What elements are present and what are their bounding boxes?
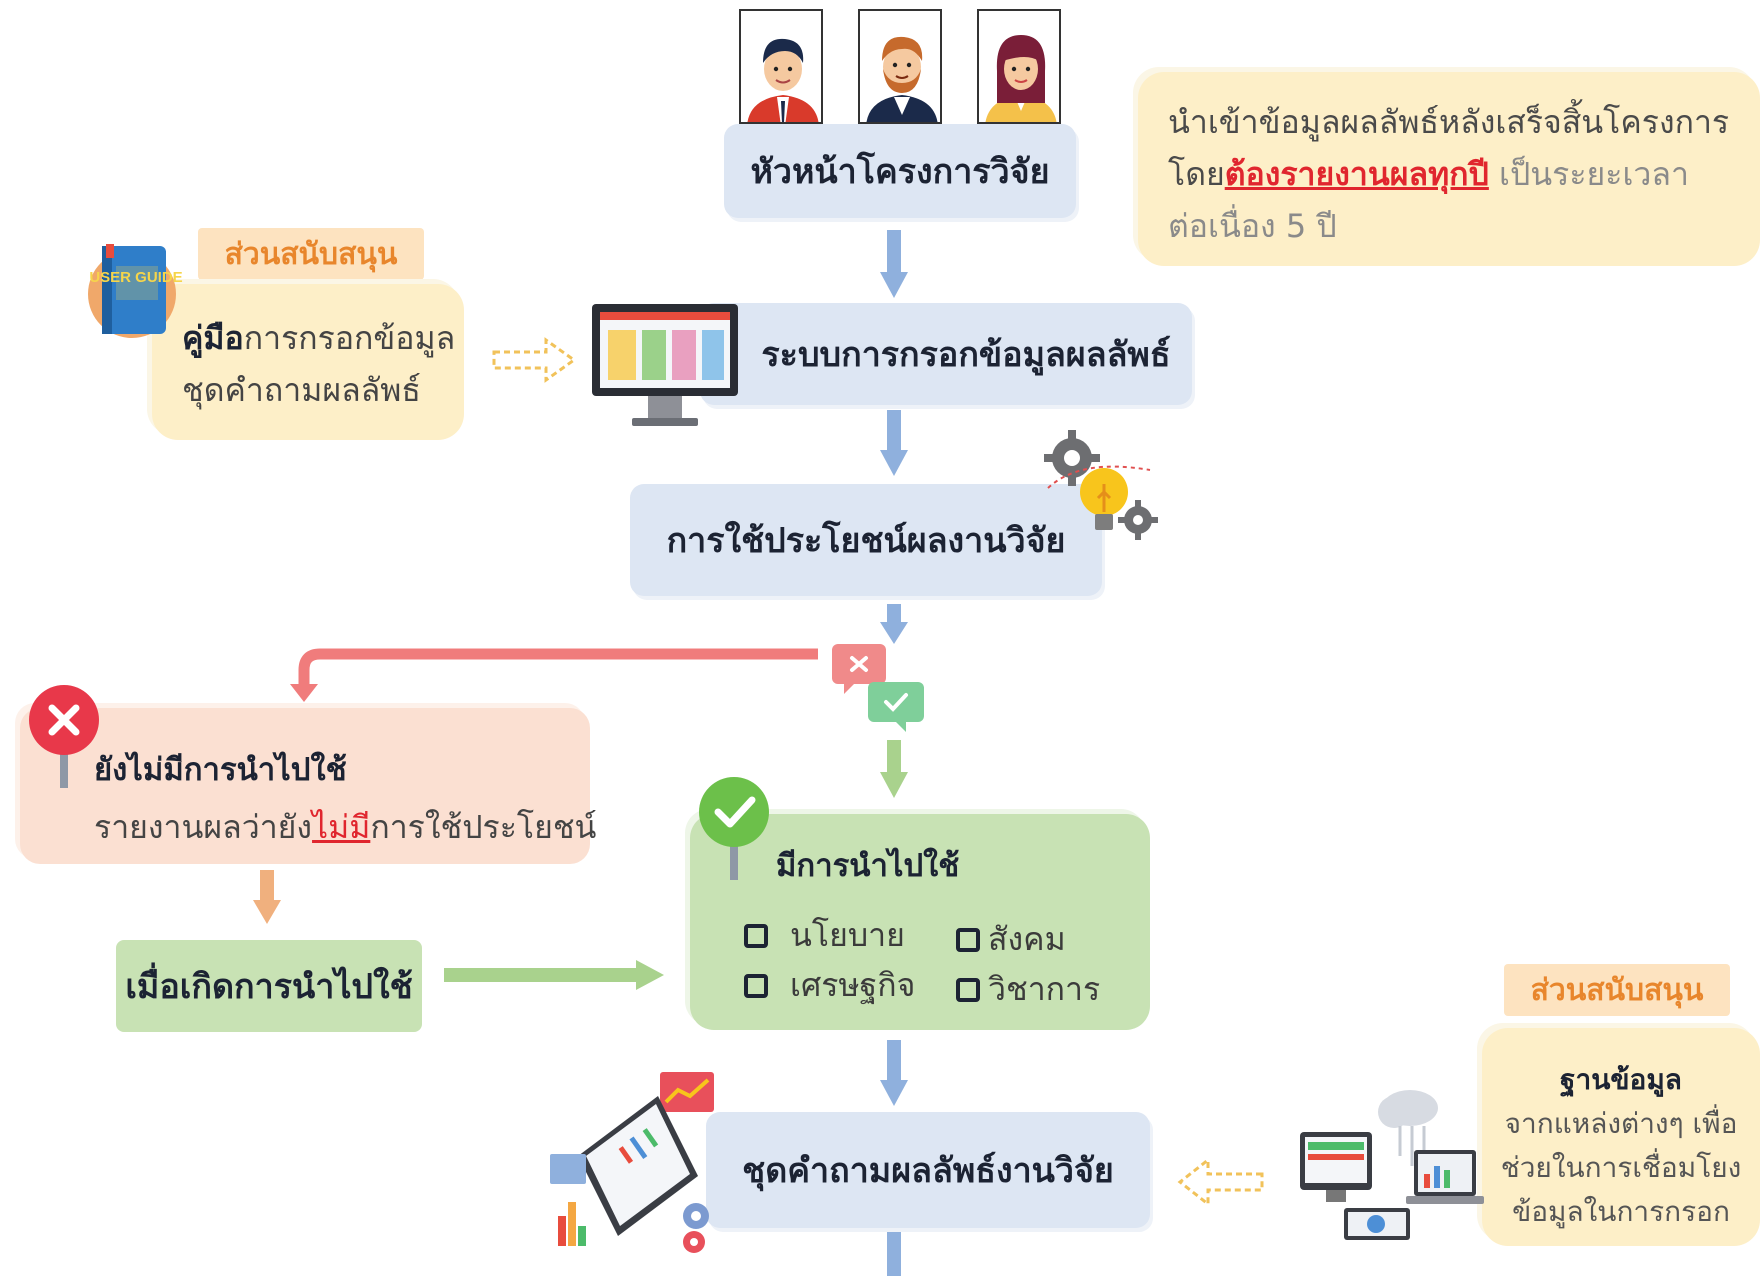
box-project-head: หัวหน้าโครงการวิจัย xyxy=(724,124,1076,218)
note-annual-report: นำเข้าข้อมูลผลลัพธ์หลังเสร็จสิ้นโครงการ … xyxy=(1138,72,1760,266)
used-option-academic-label: วิชาการ xyxy=(988,970,1101,1008)
box-input-system-label: ระบบการกรอกข้อมูลผลลัพธ์ xyxy=(761,335,1171,375)
box-utilization-label: การใช้ประโยชน์ผลงานวิจัย xyxy=(666,521,1066,561)
laptop-analytics-icon xyxy=(548,1066,724,1256)
check-pin-icon xyxy=(696,774,772,884)
note-line-1: นำเข้าข้อมูลผลลัพธ์หลังเสร็จสิ้นโครงการ xyxy=(1168,103,1730,141)
not-used-desc-post: การใช้ประโยชน์ xyxy=(370,808,597,846)
used-option-society: สังคม xyxy=(956,914,1066,965)
approve-arrow xyxy=(880,740,908,798)
support-tag-right: ส่วนสนับสนุน xyxy=(1504,964,1730,1016)
blue-arrows xyxy=(880,230,908,1276)
guide-line-2: ชุดคำถามผลลัพธ์ xyxy=(182,371,421,409)
checkbox-policy xyxy=(744,923,768,948)
used-option-society-label: สังคม xyxy=(988,920,1066,958)
salmon-arrow xyxy=(253,870,281,924)
used-option-economy: เศรษฐกิจ xyxy=(744,960,915,1011)
checkbox-economy xyxy=(744,973,768,998)
person-3-icon xyxy=(977,9,1061,124)
box-when-used-label: เมื่อเกิดการนำไปใช้ xyxy=(125,967,413,1007)
cross-pin-icon xyxy=(26,682,102,792)
guide-dashed-arrow xyxy=(492,337,577,383)
guide-line-1: คู่มือการกรอกข้อมูล xyxy=(182,312,464,364)
support-box-database: ฐานข้อมูล จากแหล่งต่างๆ เพื่อ ช่วยในการเ… xyxy=(1482,1028,1760,1246)
approve-chat-icon xyxy=(866,680,926,734)
person-2-icon xyxy=(858,9,942,124)
used-option-policy: นโยบาย xyxy=(744,910,905,961)
reject-chat-icon xyxy=(830,642,888,696)
support-tag-left: ส่วนสนับสนุน xyxy=(198,228,424,280)
used-horizontal-arrow xyxy=(444,960,664,990)
user-guide-book-icon: USER GUIDE xyxy=(86,240,186,340)
database-title: ฐานข้อมูล xyxy=(1560,1063,1682,1096)
person-1-icon xyxy=(739,9,823,124)
monitor-icon xyxy=(590,302,742,432)
not-used-desc: รายงานผลว่ายังไม่มีการใช้ประโยชน์ xyxy=(94,802,596,853)
cloud-devices-icon xyxy=(1294,1086,1490,1246)
checkbox-society xyxy=(956,927,980,952)
note-emphasis: ต้องรายงานผลทุกปี xyxy=(1224,155,1489,193)
guide-bold: คู่มือ xyxy=(182,319,244,357)
gear-bulb-icon xyxy=(1040,428,1162,546)
box-not-used: ยังไม่มีการนำไปใช้ รายงานผลว่ายังไม่มีกา… xyxy=(20,708,596,864)
database-line-2: ช่วยในการเชื่อมโยง xyxy=(1500,1151,1742,1184)
note-line-3: ต่อเนื่อง 5 ปี xyxy=(1168,207,1337,245)
box-when-used: เมื่อเกิดการนำไปใช้ xyxy=(116,940,422,1032)
used-title: มีการนำไปใช้ xyxy=(776,848,960,884)
box-used: มีการนำไปใช้ นโยบาย สังคม เศรษฐกิจ วิชาก… xyxy=(690,814,1150,1030)
not-used-title: ยังไม่มีการนำไปใช้ xyxy=(94,752,347,788)
box-questionnaire-label: ชุดคำถามผลลัพธ์งานวิจัย xyxy=(742,1151,1114,1191)
used-option-academic: วิชาการ xyxy=(956,964,1100,1015)
used-option-economy-label: เศรษฐกิจ xyxy=(790,966,916,1004)
checkbox-academic xyxy=(956,977,980,1002)
database-line-3: ข้อมูลในการกรอก xyxy=(1512,1195,1730,1228)
database-line-1: จากแหล่งต่างๆ เพื่อ xyxy=(1504,1107,1738,1140)
guide-rest: การกรอกข้อมูล xyxy=(243,319,456,357)
support-box-guide: คู่มือการกรอกข้อมูล ชุดคำถามผลลัพธ์ xyxy=(152,284,464,440)
box-input-system: ระบบการกรอกข้อมูลผลลัพธ์ xyxy=(700,303,1192,405)
not-used-desc-emph: ไม่มี xyxy=(312,808,371,846)
used-option-policy-label: นโยบาย xyxy=(790,916,905,954)
book-label: USER GUIDE xyxy=(89,269,182,286)
reject-arrow xyxy=(290,648,818,702)
note-line-2: โดยต้องรายงานผลทุกปี เป็นระยะเวลา xyxy=(1168,148,1760,200)
note-line-2-post: เป็นระยะเวลา xyxy=(1488,155,1689,193)
not-used-desc-pre: รายงานผลว่ายัง xyxy=(94,808,313,846)
database-dashed-arrow xyxy=(1177,1156,1264,1208)
box-utilization: การใช้ประโยชน์ผลงานวิจัย xyxy=(630,484,1102,596)
box-questionnaire: ชุดคำถามผลลัพธ์งานวิจัย xyxy=(706,1112,1150,1228)
box-project-head-label: หัวหน้าโครงการวิจัย xyxy=(750,152,1050,192)
note-line-2-pre: โดย xyxy=(1168,155,1225,193)
